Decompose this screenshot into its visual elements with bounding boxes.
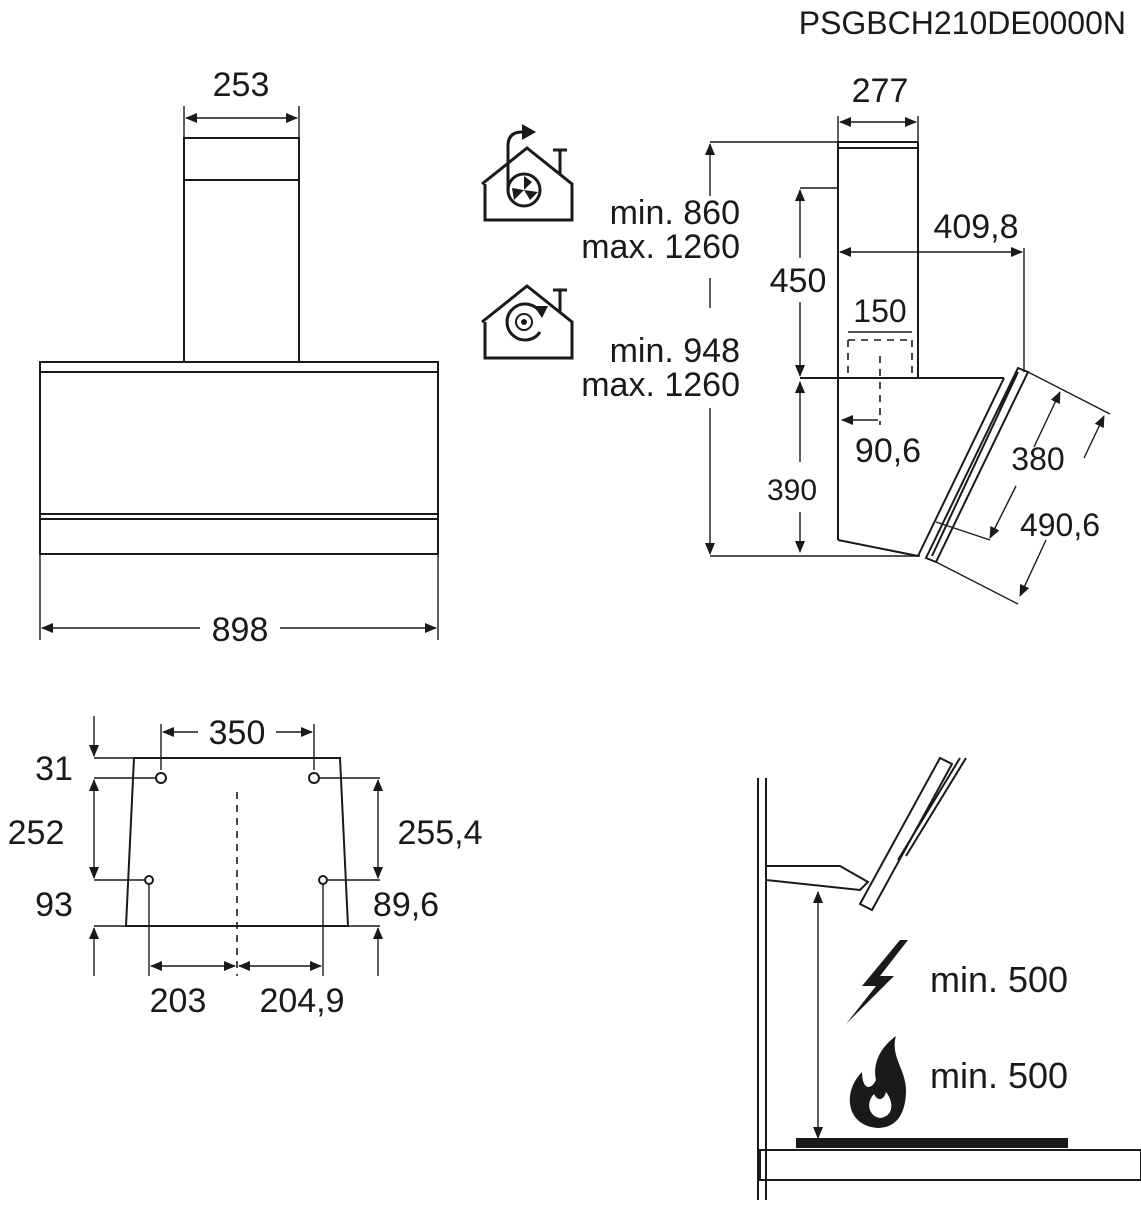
- gas-hob-icon: [849, 1036, 906, 1128]
- chimney-depth-label: 277: [852, 72, 909, 110]
- bracket-view: 350 31 252 93 255,4 89,6 203 204,9: [8, 714, 483, 1020]
- right-half-label: 204,9: [259, 982, 344, 1020]
- top-offset-label: 31: [35, 750, 73, 788]
- panel-inner-label: 380: [1011, 441, 1064, 477]
- panel-outer-label: 490,6: [1020, 507, 1100, 543]
- overall-width-label: 898: [212, 611, 269, 649]
- model-code: PSGBCH210DE0000N: [799, 5, 1126, 41]
- left-half-label: 203: [150, 982, 207, 1020]
- front-view: 253 898: [39, 66, 439, 649]
- chimney-height-label: 450: [770, 262, 827, 300]
- outlet-offset-label: 90,6: [855, 432, 921, 470]
- recirculation-mode-icon: [481, 284, 574, 360]
- right-height-label: 255,4: [397, 814, 482, 852]
- gas-min-label: min. 500: [930, 1055, 1068, 1096]
- side-view: 277 450 409,8 150 90,6 390: [705, 72, 1111, 605]
- left-height-label: 252: [8, 814, 65, 852]
- electric-min-label: min. 500: [930, 959, 1068, 1000]
- extraction-mode-icon: [481, 124, 574, 222]
- body-height-label: 390: [767, 474, 817, 507]
- total-depth-label: 409,8: [933, 208, 1018, 246]
- install-view: [757, 756, 1141, 1200]
- extraction-max-label: max. 1260: [581, 228, 740, 266]
- bottom-right-label: 89,6: [373, 886, 439, 924]
- recirculation-max-label: max. 1260: [581, 366, 740, 404]
- bottom-left-label: 93: [35, 886, 73, 924]
- outlet-width-label: 150: [853, 293, 906, 329]
- electric-hob-icon: [846, 940, 908, 1024]
- extraction-min-label: min. 860: [610, 194, 740, 232]
- recirculation-min-label: min. 948: [610, 332, 740, 370]
- chimney-width-label: 253: [213, 66, 270, 104]
- hole-spacing-label: 350: [209, 714, 266, 752]
